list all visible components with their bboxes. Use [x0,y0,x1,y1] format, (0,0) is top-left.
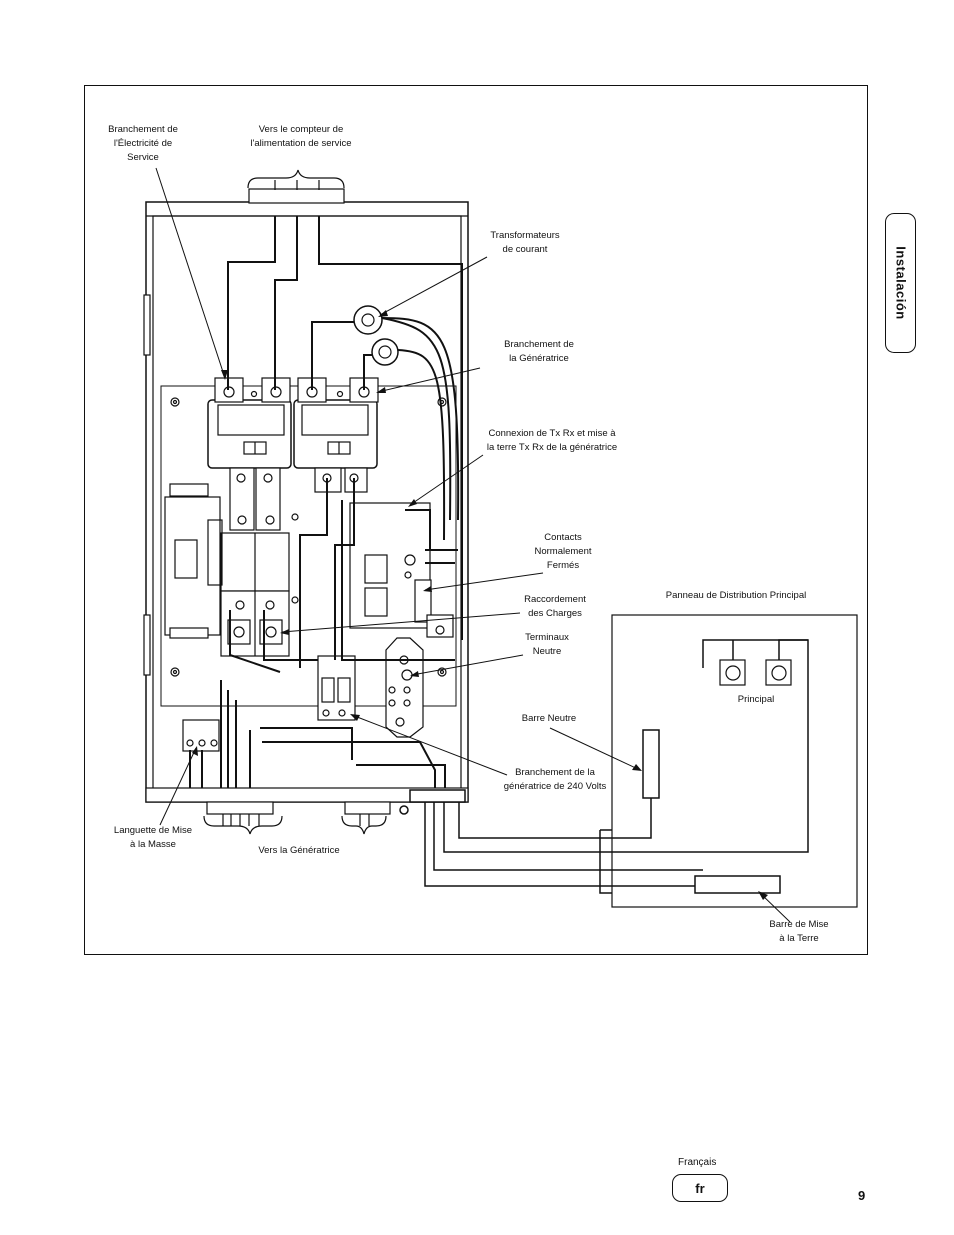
service-connection-label: Branchement de l'Électricité de Service [108,124,178,163]
generator-conduit [203,801,391,835]
controller-board [349,502,454,638]
language-label: Français [678,1157,717,1168]
main-distribution-panel [611,614,858,908]
nc-contacts-label: Contacts Normalement Fermés [534,532,592,571]
wiring [189,216,463,788]
load-connection-label: Raccordement des Charges [524,594,586,619]
relay-module [164,483,223,639]
arrowheads [192,310,768,900]
section-tab: Instalación [885,213,916,353]
external-wiring [399,639,809,894]
switch-neutral-bar [385,637,424,738]
current-transformers-label: Transformateurs de courant [490,230,560,255]
generator-240v-breaker [317,655,356,721]
language-badge: fr [672,1174,728,1202]
neutral-terminals-label: Terminaux Neutre [525,632,569,657]
txrx-connection-label: Connexion de Tx Rx et mise à la terre Tx… [486,428,618,453]
main-breaker-label: Principal [737,694,775,705]
to-generator-label: Vers la Génératrice [258,845,340,856]
generator-connection-label: Branchement de la Génératrice [504,339,574,364]
ground-bar-label: Barre de Mise à la Terre [769,919,829,944]
ground-lug [182,719,220,752]
distribution-panel-label: Panneau de Distribution Principal [665,590,807,601]
section-tab-label: Instalación [893,246,908,320]
utility-conduit [247,169,345,204]
leader-lines [155,167,791,923]
generator-240-label: Branchement de la génératrice de 240 Vol… [503,767,607,792]
ground-lug-label: Languette de Mise à la Masse [113,825,193,850]
utility-meter-label: Vers le compteur de l'alimentation de se… [250,124,352,149]
current-transformer-icon [353,305,399,366]
transfer-contactor [208,467,368,657]
figure-frame [84,85,868,955]
neutral-bar-label: Barre Neutre [521,713,577,724]
page-number: 9 [858,1188,866,1203]
